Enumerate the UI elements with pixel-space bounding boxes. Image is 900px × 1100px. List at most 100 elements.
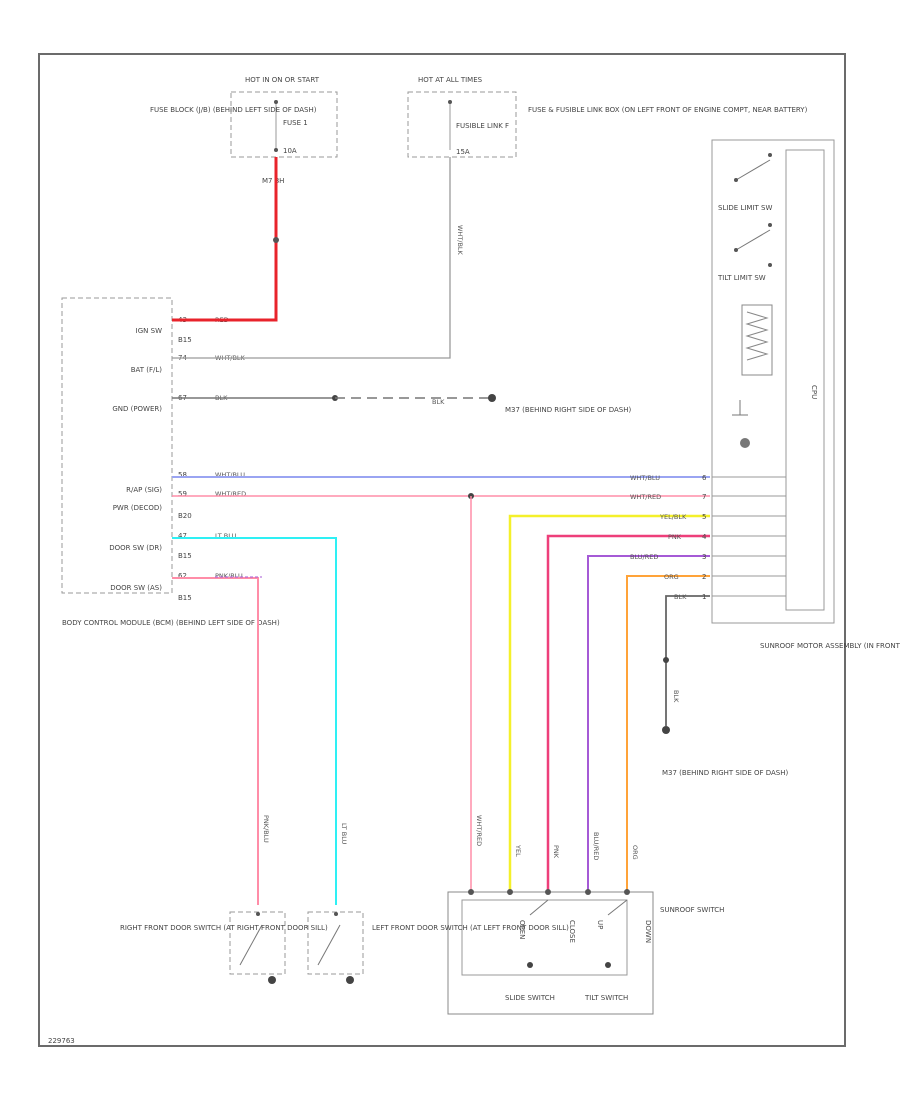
- ground-1-label: M37 (BEHIND RIGHT SIDE OF DASH): [505, 406, 631, 414]
- bcm-pin-number: 47: [178, 532, 187, 540]
- fuse-block: HOT IN ON OR START FUSE 1 10A FUSE BLOCK…: [150, 76, 338, 185]
- motor-pin-number: 2: [702, 573, 706, 581]
- motor-pin: YEL/BLK 5: [659, 513, 706, 521]
- wire-label-yel: YEL: [514, 844, 522, 857]
- bcm-pin-label: R/AP (SIG): [126, 486, 162, 494]
- left-front-door-switch: LEFT FRONT DOOR SWITCH (AT LEFT FRONT DO…: [307, 911, 569, 984]
- bcm: BODY CONTROL MODULE (BCM) (BEHIND LEFT S…: [61, 297, 280, 627]
- wire-label-blk: BLK: [432, 398, 445, 406]
- motor-coil: [741, 304, 773, 376]
- ground-2-label: M37 (BEHIND RIGHT SIDE OF DASH): [662, 769, 788, 777]
- bcm-pin-label: BAT (F/L): [131, 366, 163, 374]
- motor-pin-wire: ORG: [664, 573, 679, 581]
- wire-pnk: [546, 534, 710, 890]
- bcm-pin-number: 62: [178, 572, 187, 580]
- tilt-limit-label: TILT LIMIT SW: [717, 274, 766, 282]
- motor-pin: WHT/RED 7: [630, 493, 706, 501]
- motor-pin-number: 5: [702, 513, 706, 521]
- switch-ground-dot: [605, 962, 611, 968]
- motor-pin-number: 4: [702, 533, 707, 541]
- wire-label-blk-motor: BLK: [672, 690, 680, 703]
- bcm-pin-conn: B15: [178, 336, 192, 344]
- wire-red: [172, 157, 278, 322]
- sunroof-switch: OPEN CLOSE UP DOWN SUNROOF SWITCH SLIDE …: [447, 889, 724, 1015]
- bcm-pin-label: GND (POWER): [112, 405, 162, 413]
- fuse-block-connector: M7 8H: [262, 177, 284, 185]
- slide-switch-label: SLIDE SWITCH: [505, 994, 555, 1002]
- fusible-link-box-name: FUSE & FUSIBLE LINK BOX (ON LEFT FRONT O…: [528, 106, 808, 114]
- bcm-pin-label: PWR (DECOD): [113, 504, 163, 512]
- right-front-door-switch: RIGHT FRONT DOOR SWITCH (AT RIGHT FRONT …: [120, 911, 328, 984]
- fuse-block-fuse-amps: 10A: [283, 147, 297, 155]
- motor-pin-number: 3: [702, 553, 706, 561]
- bcm-pin-number: 58: [178, 471, 187, 479]
- bcm-pin-row: DOOR SW (AS) 62 PNK/BLU B15: [110, 572, 243, 602]
- motor-pin-wire: YEL/BLK: [659, 513, 687, 521]
- motor-pin: WHT/BLU 6: [630, 474, 707, 482]
- wire-label-blu-red: BLU/RED: [592, 832, 600, 860]
- fuse-block-header: HOT IN ON OR START: [245, 76, 320, 84]
- motor-pin: BLK 1: [674, 593, 706, 601]
- motor-pin: PNK 4: [668, 533, 707, 541]
- bcm-pin-wire: WHT/BLU: [215, 471, 245, 479]
- bcm-name: BODY CONTROL MODULE (BCM) (BEHIND LEFT S…: [62, 619, 280, 627]
- fusible-link-fuse-amps: 15A: [456, 148, 470, 156]
- motor-pin-lines: [712, 476, 786, 597]
- bcm-pin-conn: B20: [178, 512, 192, 520]
- motor-pin-wire: BLK: [674, 593, 687, 601]
- motor-pin-number: 1: [702, 593, 706, 601]
- switch-up-label: UP: [596, 920, 604, 929]
- right-door-name: RIGHT FRONT DOOR SWITCH (AT RIGHT FRONT …: [120, 924, 328, 932]
- switch-down-label: DOWN: [644, 920, 652, 943]
- bcm-pin-row: PWR (DECOD) 59 WHT/RED B20: [113, 490, 246, 520]
- wire-wht-blk: [172, 157, 451, 359]
- wire-label-wht-red: WHT/RED: [475, 815, 483, 846]
- motor-pin-wire: WHT/BLU: [630, 474, 660, 482]
- motor-pin-number: 7: [702, 493, 706, 501]
- wire-yel: [508, 514, 710, 890]
- motor-pin: ORG 2: [664, 573, 706, 581]
- wire-label-org: ORG: [631, 845, 639, 860]
- bcm-pin-conn: B15: [178, 594, 192, 602]
- bcm-pin-wire: WHT/RED: [215, 490, 246, 498]
- diagram-frame: [38, 53, 846, 1047]
- wire-label-wht-blk: WHT/BLK: [456, 225, 464, 256]
- motor-name: SUNROOF MOTOR ASSEMBLY (IN FRONT CENTER …: [760, 642, 900, 650]
- motor-pin-wire: PNK: [668, 533, 682, 541]
- fusible-link-fuse-label: FUSIBLE LINK F: [456, 122, 509, 130]
- switch-open-label: OPEN: [518, 920, 526, 939]
- bcm-pin-label: DOOR SW (AS): [110, 584, 162, 592]
- slide-limit-label: SLIDE LIMIT SW: [718, 204, 772, 212]
- bcm-pin-row: R/AP (SIG) 58 WHT/BLU: [126, 471, 245, 494]
- tilt-switch-label: TILT SWITCH: [584, 994, 628, 1002]
- motor-pin: BLU/RED 3: [630, 553, 706, 561]
- fusible-link-header: HOT AT ALL TIMES: [418, 76, 483, 84]
- wire-pnk-blu: [172, 577, 259, 905]
- wire-label-pnk-blu: PNK/BLU: [262, 815, 270, 843]
- bcm-pin-row: GND (POWER) 67 BLK: [112, 394, 228, 413]
- wire-blk-motor: [665, 595, 710, 726]
- fuse-block-fuse-label: FUSE 1: [283, 119, 308, 127]
- switch-close-label: CLOSE: [568, 920, 576, 943]
- bcm-pin-row: BAT (F/L) 74 WHT/BLK: [131, 354, 246, 374]
- wire-label-pnk: PNK: [552, 845, 560, 859]
- motor-pin-wire: BLU/RED: [630, 553, 658, 561]
- switch-ground-dot: [527, 962, 533, 968]
- fusible-link-box: HOT AT ALL TIMES FUSIBLE LINK F 15A FUSE…: [407, 76, 808, 158]
- motor-icon: [740, 438, 750, 448]
- wire-label-lt-blu: LT BLU: [340, 823, 348, 845]
- motor-pin-number: 6: [702, 474, 707, 482]
- bcm-pin-wire: PNK/BLU: [215, 572, 243, 580]
- bcm-pin-row: DOOR SW (DR) 47 LT BLU B15: [109, 532, 236, 560]
- fuse-block-name: FUSE BLOCK (J/B) (BEHIND LEFT SIDE OF DA…: [150, 106, 317, 114]
- bcm-pin-label: DOOR SW (DR): [109, 544, 162, 552]
- bcm-pin-conn: B15: [178, 552, 192, 560]
- bcm-pin-number: 59: [178, 490, 187, 498]
- diagram-code: 229763: [48, 1037, 75, 1045]
- wire-blu-red: [587, 555, 710, 890]
- bcm-pin-wire: LT BLU: [215, 532, 237, 540]
- motor-pin-wire: WHT/RED: [630, 493, 661, 501]
- sunroof-motor-assembly: CPU SLIDE LIMIT SW TILT LIMIT SW SUNROOF…: [711, 139, 900, 650]
- left-door-name: LEFT FRONT DOOR SWITCH (AT LEFT FRONT DO…: [372, 924, 569, 932]
- motor-cpu-label: CPU: [810, 385, 818, 399]
